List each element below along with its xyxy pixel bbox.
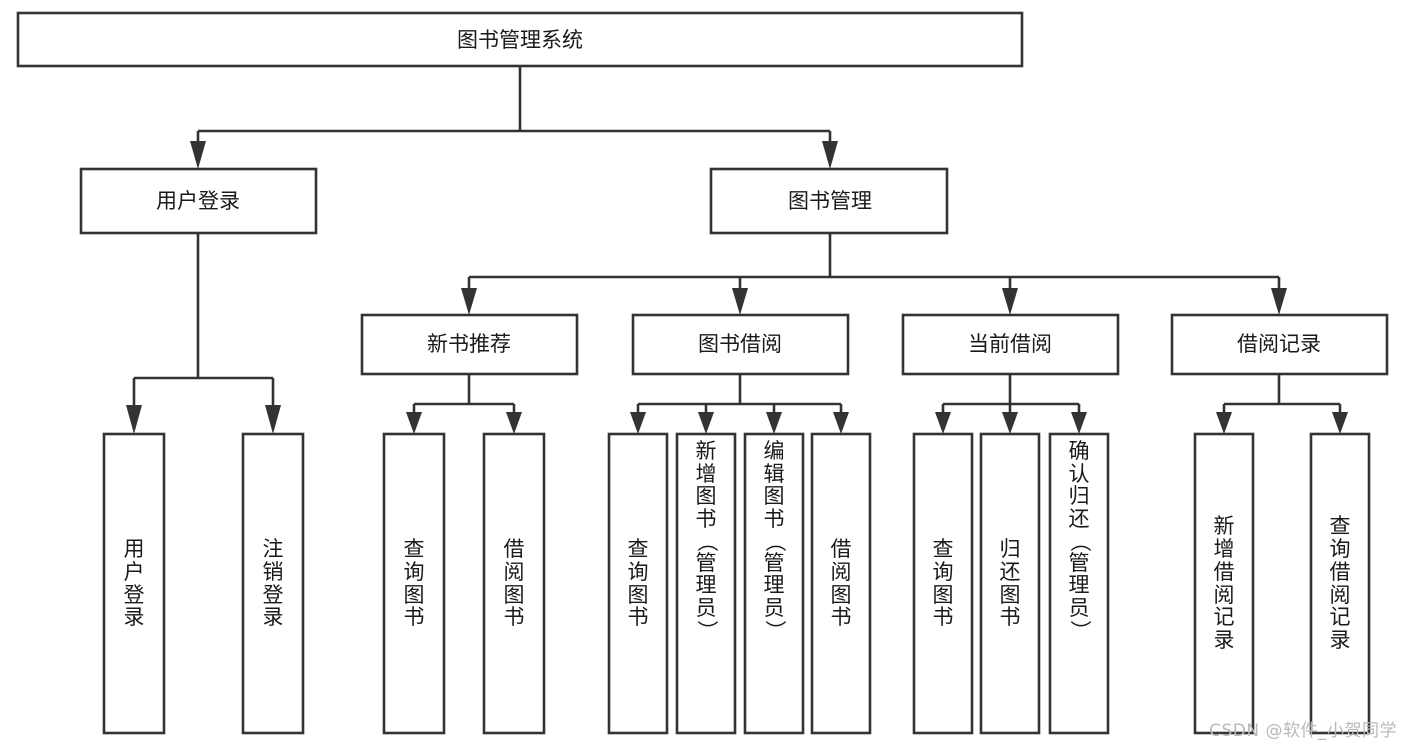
label-new-book-rec: 新书推荐: [427, 332, 511, 356]
node-leaf-borrow-lend[interactable]: [810, 432, 872, 735]
arrowhead-book-borrow: [732, 288, 748, 315]
arrowhead-leaf-cur-query: [935, 412, 951, 434]
arrowhead-leaf-cur-return: [1002, 412, 1018, 434]
node-leaf-rec-search[interactable]: [1309, 432, 1371, 735]
arrowhead-borrow-record: [1271, 288, 1287, 315]
node-root[interactable]: [16, 11, 1024, 68]
label-book-manage: 图书管理: [788, 189, 872, 213]
arrowhead-leaf-borrow-edit: [766, 412, 782, 434]
node-book-borrow[interactable]: [631, 313, 850, 376]
arrowhead-leaf-user-login: [126, 405, 142, 434]
arrowhead-user-login: [190, 141, 206, 169]
node-leaf-borrow-query[interactable]: [607, 432, 669, 735]
node-book-manage[interactable]: [709, 167, 949, 235]
label-root: 图书管理系统: [457, 28, 583, 52]
arrowhead-leaf-rec-search: [1332, 412, 1348, 434]
arrowhead-leaf-cur-confirm: [1071, 412, 1087, 434]
arrowhead-new-book-rec: [461, 288, 477, 315]
arrowhead-leaf-borrow-query: [630, 412, 646, 434]
label-current-borrow: 当前借阅: [968, 332, 1052, 356]
node-leaf-borrow-edit[interactable]: [743, 432, 805, 735]
label-borrow-record: 借阅记录: [1237, 332, 1321, 356]
node-leaf-borrow-add[interactable]: [675, 432, 737, 735]
node-leaf-rec-query[interactable]: [382, 432, 446, 735]
label-user-login: 用户登录: [156, 189, 240, 213]
node-leaf-user-login[interactable]: [102, 432, 166, 735]
horizontal-labels: 图书管理系统 用户登录 图书管理 新书推荐 图书借阅 当前借阅 借阅记录: [156, 28, 1321, 356]
label-book-borrow: 图书借阅: [698, 332, 782, 356]
arrowhead-leaf-rec-borrow: [506, 412, 522, 434]
node-leaf-cur-query[interactable]: [912, 432, 974, 735]
arrowhead-current-borrow: [1002, 288, 1018, 315]
watermark-text: CSDN @软件_小贺同学: [1209, 721, 1397, 741]
arrowhead-leaf-borrow-add: [698, 412, 714, 434]
arrowhead-leaf-rec-add: [1216, 412, 1232, 434]
arrowhead-book-manage: [822, 141, 838, 169]
arrowhead-leaf-rec-query: [406, 412, 422, 434]
node-current-borrow[interactable]: [901, 313, 1120, 376]
node-leaf-rec-add[interactable]: [1193, 432, 1255, 735]
node-leaf-cur-return[interactable]: [979, 432, 1041, 735]
connectors: [126, 66, 1348, 434]
arrowhead-leaf-user-logout: [265, 405, 281, 434]
node-leaf-cur-confirm[interactable]: [1048, 432, 1110, 735]
arrowhead-leaf-borrow-lend: [833, 412, 849, 434]
node-boxes: [16, 11, 1389, 735]
node-leaf-user-logout[interactable]: [241, 432, 305, 735]
node-new-book-rec[interactable]: [360, 313, 579, 376]
node-borrow-record[interactable]: [1170, 313, 1389, 376]
node-user-login[interactable]: [79, 167, 318, 235]
node-leaf-rec-borrow[interactable]: [482, 432, 546, 735]
